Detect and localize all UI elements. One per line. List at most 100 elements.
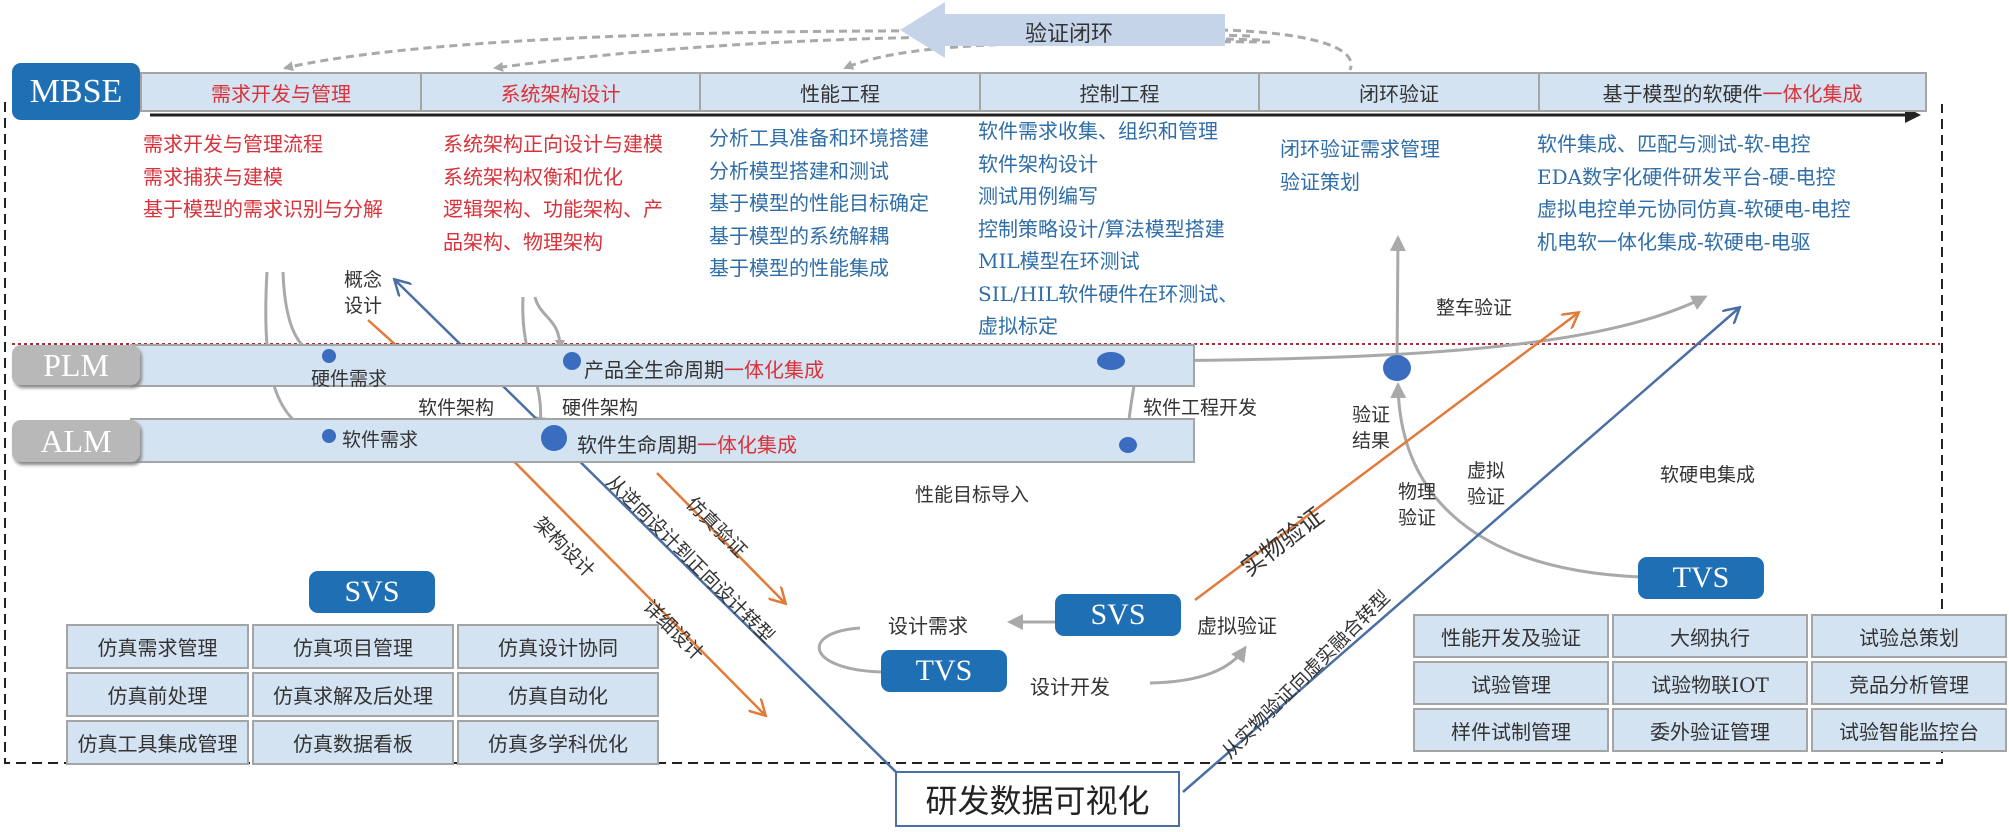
svs-module[interactable]: 仿真项目管理	[252, 624, 454, 669]
detail-item: 系统架构权衡和优化	[443, 164, 623, 189]
svs-module[interactable]: 仿真自动化	[457, 672, 659, 717]
label-line: 验证	[1467, 486, 1506, 508]
alm-integration-dot	[541, 425, 567, 451]
phase-requirements[interactable]: 需求开发与管理	[140, 72, 420, 112]
detail-item: 虚拟标定	[978, 314, 1058, 338]
arch-design-label: 架构设计	[529, 512, 599, 583]
phase-hw-sw-integration[interactable]: 基于模型的软硬件一体化集成	[1538, 72, 1927, 112]
detail-item: 基于模型的需求识别与分解	[143, 197, 383, 221]
tvs-panel-badge-label: TVS	[1672, 561, 1730, 594]
mbse-badge-label: MBSE	[29, 72, 123, 110]
concept-design-label: 概念 设计	[344, 267, 382, 319]
verify-result-label: 验证 结果	[1352, 402, 1390, 454]
svs-module[interactable]: 仿真设计协同	[457, 624, 659, 669]
svs-module-grid: 仿真需求管理 仿真项目管理 仿真设计协同 仿真前处理 仿真求解及后处理 仿真自动…	[66, 624, 659, 765]
tvs-module[interactable]: 试验智能监控台	[1811, 708, 2007, 752]
rd-data-visualization-label: 研发数据可视化	[925, 782, 1150, 820]
detail-item: MIL模型在环测试	[978, 249, 1140, 273]
detail-item: 验证策划	[1280, 169, 1360, 194]
svs-panel-badge-label: SVS	[344, 575, 400, 608]
alm-lane-main: 软件生命周期	[577, 433, 697, 457]
svs-module[interactable]: 仿真需求管理	[66, 624, 249, 669]
rd-data-visualization-box[interactable]: 研发数据可视化	[895, 771, 1180, 827]
plm-badge: PLM	[12, 345, 140, 385]
detail-item: 控制策略设计/算法模型搭建	[978, 216, 1225, 241]
phase-label: 基于模型的软硬件	[1602, 81, 1763, 106]
svs-panel-badge: SVS	[309, 571, 435, 613]
label-line: 设计	[344, 295, 383, 317]
detail-item: 软件集成、匹配与测试-软-电控	[1537, 132, 1811, 156]
detail-item: 测试用例编写	[978, 184, 1098, 208]
design-dev-label: 设计开发	[1030, 675, 1110, 699]
phase-performance-engineering[interactable]: 性能工程	[699, 72, 979, 112]
performance-detail-list: 分析工具准备和环境搭建 分析模型搭建和测试 基于模型的性能目标确定 基于模型的系…	[709, 122, 929, 285]
svs-module[interactable]: 仿真前处理	[66, 672, 249, 717]
tvs-module[interactable]: 试验总策划	[1811, 614, 2007, 658]
phase-control-engineering[interactable]: 控制工程	[979, 72, 1258, 112]
closed-loop-detail-list: 闭环验证需求管理 验证策划	[1280, 133, 1440, 198]
detail-item: 基于模型的性能集成	[709, 256, 889, 280]
svs-module[interactable]: 仿真数据看板	[252, 720, 454, 765]
label-line: 验证	[1398, 507, 1437, 529]
phase-label: 系统架构设计	[500, 81, 621, 106]
plm-badge-label: PLM	[43, 346, 109, 383]
tvs-module[interactable]: 大纲执行	[1612, 614, 1808, 658]
center-tvs-label: TVS	[915, 654, 973, 687]
label-line: 物理	[1398, 481, 1437, 503]
plm-right-dot	[1097, 352, 1125, 370]
svs-module[interactable]: 仿真工具集成管理	[66, 720, 249, 765]
detail-item: SIL/HIL软件硬件在环测试、	[978, 281, 1239, 306]
center-svs-label: SVS	[1090, 598, 1146, 631]
hw-req-label: 硬件需求	[311, 368, 388, 390]
reverse-to-forward-label: 从逆向设计到正向设计转型	[601, 470, 779, 648]
hw-arch-label: 硬件架构	[562, 397, 639, 419]
svs-module[interactable]: 仿真多学科优化	[457, 720, 659, 765]
detail-item: 基于模型的系统解耦	[709, 223, 889, 248]
tvs-module[interactable]: 试验物联IOT	[1612, 661, 1808, 705]
detail-item: 基于模型的性能目标确定	[709, 191, 929, 215]
alm-badge-label: ALM	[40, 422, 112, 459]
architecture-detail-list: 系统架构正向设计与建模 系统架构权衡和优化 逻辑架构、功能架构、产 品架构、物理…	[443, 128, 663, 258]
alm-lane-label: 软件生命周期一体化集成	[577, 429, 797, 458]
tvs-module[interactable]: 竞品分析管理	[1811, 661, 2007, 705]
alm-badge: ALM	[12, 420, 140, 462]
phase-label: 闭环验证	[1359, 81, 1439, 106]
detail-item: 分析工具准备和环境搭建	[709, 126, 929, 150]
tvs-module[interactable]: 样件试制管理	[1413, 708, 1609, 752]
plm-integration-dot	[563, 352, 581, 370]
integration-detail-list: 软件集成、匹配与测试-软-电控 EDA数字化硬件研发平台-硬-电控 虚拟电控单元…	[1537, 128, 1851, 258]
phase-label: 控制工程	[1079, 81, 1160, 106]
tvs-module-grid: 性能开发及验证 大纲执行 试验总策划 试验管理 试验物联IOT 竞品分析管理 样…	[1413, 614, 2007, 752]
phase-label: 性能工程	[800, 81, 880, 106]
label-line: 虚拟	[1467, 460, 1506, 482]
phase-closed-loop-verification[interactable]: 闭环验证	[1258, 72, 1538, 112]
phase-label: 需求开发与管理	[211, 81, 351, 106]
arch-to-plm-arrow	[533, 296, 565, 350]
center-svs-badge: SVS	[1055, 594, 1181, 636]
plm-lane-main: 产品全生命周期	[584, 358, 724, 382]
phase-label-highlight: 一体化集成	[1762, 81, 1863, 106]
verification-loop-label: 验证闭环	[1025, 22, 1114, 47]
tvs-module[interactable]: 性能开发及验证	[1413, 614, 1609, 658]
mbse-phase-bar: 需求开发与管理 系统架构设计 性能工程 控制工程 闭环验证 基于模型的软硬件一体…	[140, 72, 1927, 112]
label-line: 验证	[1352, 404, 1391, 426]
label-line: 概念	[344, 269, 383, 291]
svs-module[interactable]: 仿真求解及后处理	[252, 672, 454, 717]
detail-item: 逻辑架构、功能架构、产	[443, 197, 663, 221]
detail-item: 机电软一体化集成-软硬电-电驱	[1537, 229, 1811, 254]
verify-result-up-arrow	[1389, 235, 1406, 366]
tvs-module[interactable]: 试验管理	[1413, 661, 1609, 705]
tvs-module[interactable]: 委外验证管理	[1612, 708, 1808, 752]
alm-lane[interactable]: 软件生命周期一体化集成	[130, 418, 1195, 463]
design-req-label: 设计需求	[888, 614, 968, 638]
plm-lane-highlight: 一体化集成	[724, 358, 824, 382]
verify-result-dot	[1383, 355, 1411, 381]
detail-item: 闭环验证需求管理	[1280, 137, 1440, 161]
virtual-verify-small-label: 虚拟 验证	[1467, 458, 1505, 510]
phase-system-architecture[interactable]: 系统架构设计	[420, 72, 699, 112]
design-req-to-tvs-curve	[817, 626, 884, 674]
loop-arrow-4	[1219, 28, 1353, 71]
detail-item: 软件需求收集、组织和管理	[978, 119, 1218, 143]
plm-lane[interactable]: 产品全生命周期一体化集成	[130, 344, 1195, 387]
hw-req-dot	[322, 349, 336, 363]
